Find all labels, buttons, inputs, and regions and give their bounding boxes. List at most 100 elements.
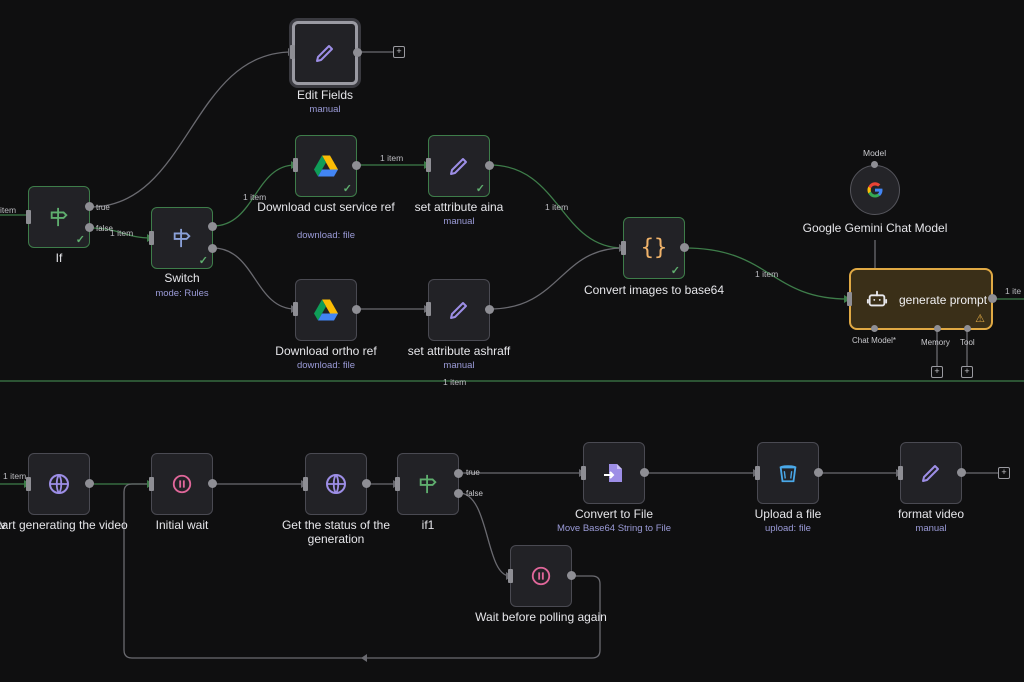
- output-port[interactable]: [352, 161, 361, 170]
- output-port[interactable]: [85, 479, 94, 488]
- output-port[interactable]: [352, 305, 361, 314]
- robot-icon: [866, 288, 888, 310]
- node-convert-images[interactable]: {} ✓: [623, 217, 685, 279]
- input-port[interactable]: [290, 45, 295, 59]
- output-port[interactable]: [567, 571, 576, 580]
- node-label: Convert images to base64: [583, 283, 725, 297]
- output-port[interactable]: [485, 305, 494, 314]
- port-label-model: Model: [863, 148, 887, 158]
- success-check-icon: ✓: [198, 255, 208, 267]
- node-convert-to-file[interactable]: [583, 442, 645, 504]
- output-port[interactable]: [362, 479, 371, 488]
- item-count-label: 1 item: [545, 202, 569, 212]
- success-check-icon: ✓: [670, 265, 680, 277]
- node-download-cust[interactable]: ✓: [295, 135, 357, 197]
- item-count-label: 1 item: [3, 471, 27, 481]
- node-if1[interactable]: [397, 453, 459, 515]
- node-edit-fields[interactable]: [292, 21, 358, 85]
- node-generate-prompt[interactable]: generate prompt ⚠: [849, 268, 993, 330]
- add-memory-button[interactable]: +: [931, 366, 943, 378]
- port-label-memory: Memory: [921, 338, 950, 347]
- node-subtitle: download: file: [296, 360, 356, 371]
- add-node-button[interactable]: +: [393, 46, 405, 58]
- node-upload-file[interactable]: [757, 442, 819, 504]
- node-label: Start generating the video: [0, 518, 128, 532]
- item-count-label: item: [0, 205, 17, 215]
- input-port[interactable]: [149, 477, 154, 491]
- node-subtitle: mode: Rules: [155, 288, 209, 299]
- node-subtitle: manual: [443, 216, 475, 227]
- node-switch[interactable]: ✓: [151, 207, 213, 269]
- output-port[interactable]: [814, 468, 823, 477]
- node-format-video[interactable]: [900, 442, 962, 504]
- port-label-tool: Tool: [960, 338, 975, 347]
- output-port[interactable]: [988, 294, 997, 303]
- node-download-ortho[interactable]: [295, 279, 357, 341]
- output-port-1[interactable]: [208, 244, 217, 253]
- node-subtitle: upload: file: [765, 523, 811, 534]
- input-port[interactable]: [26, 477, 31, 491]
- wire-ashraff-convert: [489, 247, 624, 310]
- input-port[interactable]: [293, 158, 298, 172]
- node-set-ashraff[interactable]: [428, 279, 490, 341]
- output-label-false: false: [96, 224, 113, 233]
- node-label: Edit Fields: [296, 88, 354, 102]
- pause-icon: [530, 565, 552, 587]
- sub-port-chat-model[interactable]: [871, 325, 878, 332]
- input-port[interactable]: [293, 302, 298, 316]
- node-subtitle: Move Base64 String to File: [556, 523, 672, 534]
- output-port-true[interactable]: [454, 469, 463, 478]
- output-port[interactable]: [640, 468, 649, 477]
- output-port-false[interactable]: [454, 489, 463, 498]
- input-port[interactable]: [898, 466, 903, 480]
- node-label-truncated: v: [0, 518, 6, 532]
- signpost-icon: [171, 227, 193, 249]
- globe-icon: [324, 472, 348, 496]
- item-count-label: 1 item: [443, 377, 467, 387]
- success-check-icon: ✓: [75, 234, 85, 246]
- node-if[interactable]: ✓: [28, 186, 90, 248]
- output-port-true[interactable]: [85, 202, 94, 211]
- input-port[interactable]: [755, 466, 760, 480]
- output-port-false[interactable]: [85, 223, 94, 232]
- input-port[interactable]: [508, 569, 513, 583]
- sub-port-memory[interactable]: [934, 325, 941, 332]
- input-port[interactable]: [149, 231, 154, 245]
- input-port[interactable]: [871, 161, 878, 168]
- node-gemini-chat-model[interactable]: [850, 165, 900, 215]
- wire-if1-wait: [458, 492, 511, 577]
- node-start-generating[interactable]: [28, 453, 90, 515]
- node-set-aina[interactable]: ✓: [428, 135, 490, 197]
- output-port-0[interactable]: [208, 222, 217, 231]
- input-port[interactable]: [847, 292, 852, 306]
- input-port[interactable]: [426, 302, 431, 316]
- node-label: Google Gemini Chat Model: [802, 221, 948, 235]
- output-port[interactable]: [680, 243, 689, 252]
- output-label-false: false: [466, 489, 483, 498]
- node-get-status[interactable]: [305, 453, 367, 515]
- input-port[interactable]: [26, 210, 31, 224]
- google-drive-icon: [313, 299, 339, 322]
- node-wait-polling[interactable]: [510, 545, 572, 607]
- output-port[interactable]: [485, 161, 494, 170]
- add-node-button[interactable]: +: [998, 467, 1010, 479]
- output-port[interactable]: [208, 479, 217, 488]
- input-port[interactable]: [303, 477, 308, 491]
- output-port[interactable]: [353, 48, 362, 57]
- input-port[interactable]: [395, 477, 400, 491]
- add-tool-button[interactable]: +: [961, 366, 973, 378]
- input-port[interactable]: [621, 241, 626, 255]
- input-port[interactable]: [581, 466, 586, 480]
- pencil-icon: [919, 461, 943, 485]
- success-check-icon: ✓: [342, 183, 352, 195]
- node-initial-wait[interactable]: [151, 453, 213, 515]
- output-port[interactable]: [957, 468, 966, 477]
- node-label: Initial wait: [155, 518, 209, 532]
- node-subtitle: manual: [443, 360, 475, 371]
- sub-port-tool[interactable]: [964, 325, 971, 332]
- wire-switch-cust: [212, 164, 296, 227]
- input-port[interactable]: [426, 158, 431, 172]
- google-drive-icon: [313, 155, 339, 178]
